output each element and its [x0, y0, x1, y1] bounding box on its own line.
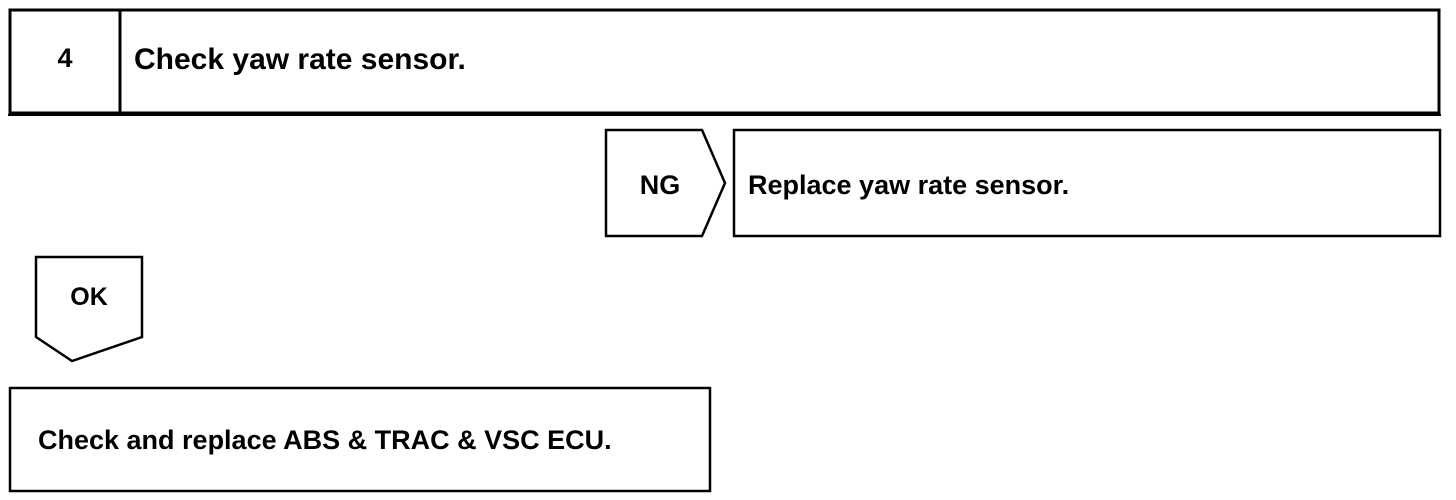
ok-label: OK — [70, 283, 108, 311]
ok-arrow-shape — [34, 255, 144, 363]
step-number: 4 — [57, 43, 73, 73]
ng-arrow-shape — [604, 128, 727, 238]
ng-action-box — [732, 128, 1442, 238]
ok-action-text: Check and replace ABS & TRAC & VSC ECU. — [38, 425, 612, 455]
step-title: Check yaw rate sensor. — [134, 43, 466, 76]
ng-label: NG — [639, 170, 681, 200]
ok-action-box — [8, 386, 712, 493]
step-header-box — [8, 8, 1441, 115]
ng-action-text: Replace yaw rate sensor. — [748, 170, 1070, 200]
